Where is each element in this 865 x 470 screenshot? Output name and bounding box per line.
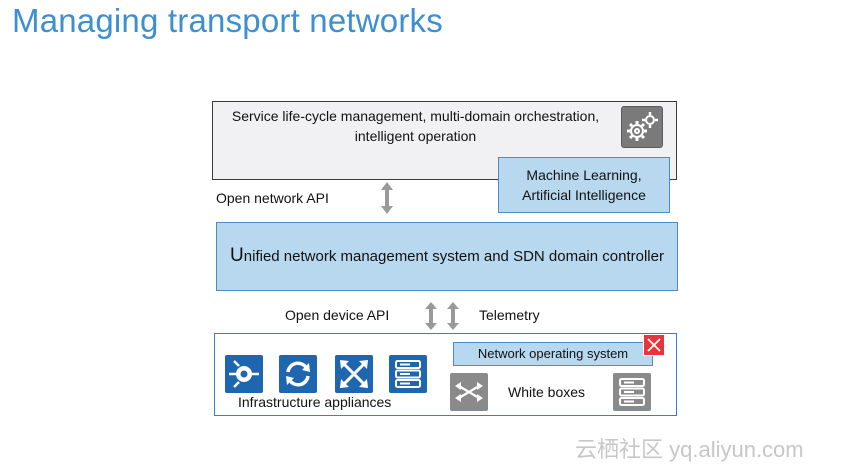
orchestration-line-1: Service life-cycle management, multi-dom…: [231, 108, 600, 124]
red-x-icon: [643, 334, 665, 356]
updown-arrow-icon: [424, 302, 438, 330]
unified-first-letter: U: [230, 245, 244, 266]
page-title: Managing transport networks: [12, 2, 443, 39]
infrastructure-label: Infrastructure appliances: [238, 394, 392, 410]
unified-management-box: Unified network management system and SD…: [216, 222, 678, 291]
telemetry-label: Telemetry: [479, 307, 540, 323]
network-os-box: Network operating system: [453, 342, 653, 366]
server-icon: [389, 355, 427, 393]
ml-line-1: Machine Learning,: [526, 167, 642, 183]
open-device-api-label: Open device API: [285, 307, 390, 323]
open-network-api-label: Open network API: [216, 190, 329, 206]
switch-icon: [450, 373, 488, 411]
orchestration-text: Service life-cycle management, multi-dom…: [214, 106, 617, 146]
router-icon: [225, 355, 263, 393]
cross-connect-icon: [335, 355, 373, 393]
watermark: 云栖社区 yq.aliyun.com: [575, 437, 804, 462]
machine-learning-box: Machine Learning, Artificial Intelligenc…: [498, 157, 670, 213]
sync-icon: [279, 355, 317, 393]
orchestration-line-2: intelligent operation: [354, 128, 477, 144]
ml-line-2: Artificial Intelligence: [522, 187, 646, 203]
updown-arrow-icon: [446, 302, 460, 330]
white-boxes-label: White boxes: [508, 384, 586, 400]
unified-text: nified network management system and SDN…: [243, 248, 664, 265]
updown-arrow-icon: [380, 182, 394, 214]
server-icon: [613, 373, 651, 411]
gear-icon: [621, 106, 663, 148]
orchestration-box: [212, 101, 677, 180]
